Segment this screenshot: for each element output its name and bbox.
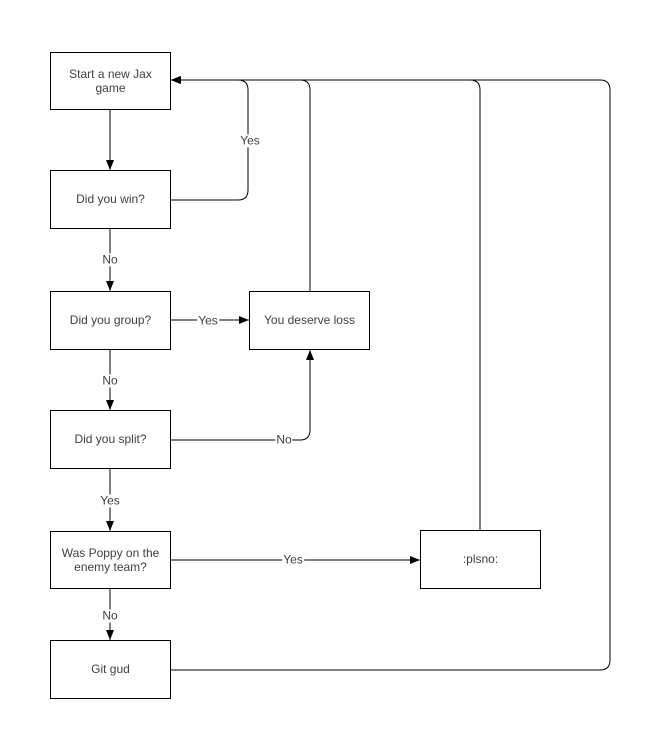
edge-you-deserve-loss-to-start xyxy=(171,76,311,291)
node-label-did-you-win: Did you win? xyxy=(76,192,145,207)
edge-label-did-you-group-to-you-deserve-loss: Yes xyxy=(197,313,219,328)
node-label-was-poppy: Was Poppy on the enemy team? xyxy=(61,545,160,574)
node-was-poppy: Was Poppy on the enemy team? xyxy=(50,531,171,589)
edge-label-did-you-group-to-did-you-split: No xyxy=(101,373,119,388)
edge-label-did-you-win-to-start: Yes xyxy=(239,133,261,148)
edge-label-did-you-win-to-did-you-group: No xyxy=(101,252,119,267)
node-label-plsno: :plsno: xyxy=(462,552,499,567)
node-label-did-you-group: Did you group? xyxy=(69,313,152,328)
edge-did-you-split-to-you-deserve-loss xyxy=(171,350,314,441)
node-did-you-win: Did you win? xyxy=(50,170,171,229)
node-git-gud: Git gud xyxy=(50,640,171,699)
node-you-deserve-loss: You deserve loss xyxy=(249,291,370,350)
node-label-you-deserve-loss: You deserve loss xyxy=(264,313,355,328)
node-label-git-gud: Git gud xyxy=(91,662,130,677)
node-did-you-split: Did you split? xyxy=(50,410,171,469)
node-label-did-you-split: Did you split? xyxy=(74,432,147,447)
edge-did-you-win-to-start xyxy=(171,76,249,201)
node-start: Start a new Jax game xyxy=(50,52,171,110)
node-plsno: :plsno: xyxy=(420,530,541,589)
edge-label-was-poppy-to-plsno: Yes xyxy=(282,552,304,567)
node-label-start: Start a new Jax game xyxy=(69,66,152,95)
edge-git-gud-to-start xyxy=(171,76,611,671)
edge-label-did-you-split-to-was-poppy: Yes xyxy=(99,493,121,508)
node-did-you-group: Did you group? xyxy=(50,291,171,350)
edge-label-was-poppy-to-git-gud: No xyxy=(101,608,119,623)
edge-label-did-you-split-to-you-deserve-loss: No xyxy=(275,432,293,447)
